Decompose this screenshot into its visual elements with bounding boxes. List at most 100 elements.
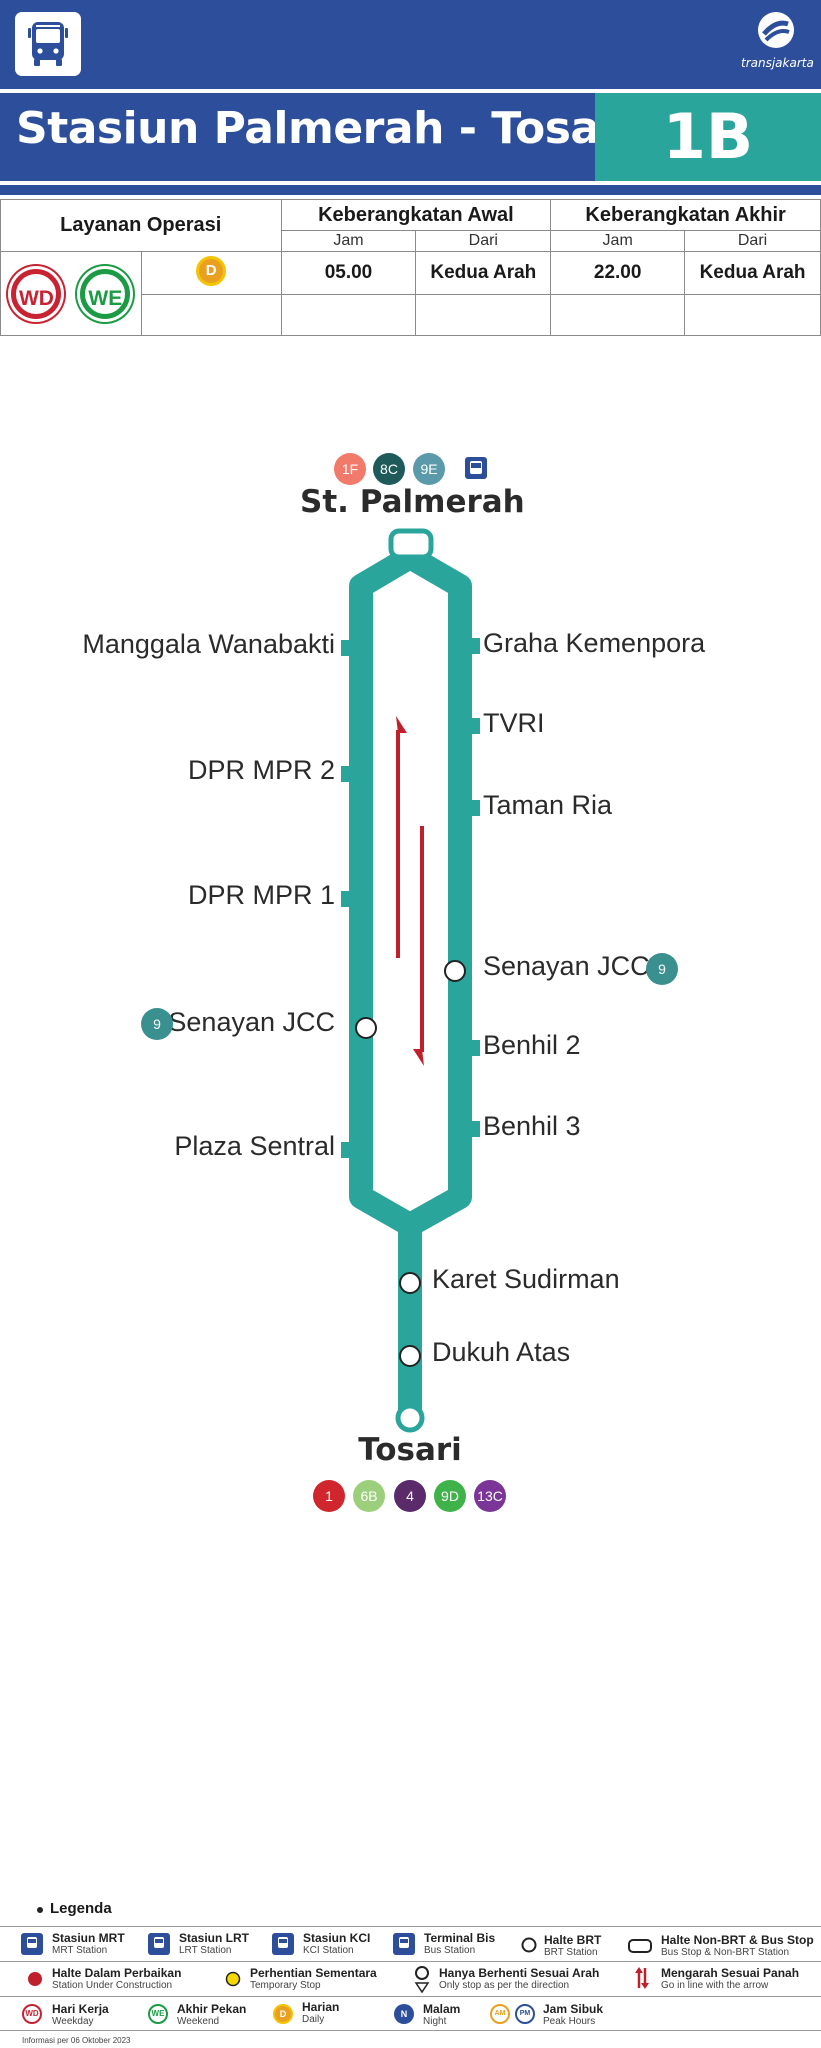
route-title: Stasiun Palmerah - Tosari (16, 103, 636, 154)
am-icon: AM (490, 2004, 510, 2024)
awal-header: Keberangkatan Awal (280, 199, 552, 231)
station-label-senayan-jcc-left: Senayan JCC (168, 1007, 335, 1037)
brt-station-icon (521, 1937, 537, 1953)
transfer-badge-9-left: 9 (141, 1008, 173, 1040)
station-label-taman-ria: Taman Ria (483, 790, 613, 820)
north-terminal-name: St. Palmerah (300, 484, 525, 520)
route-badge-9e: 9E (413, 453, 445, 485)
empty-cell (280, 294, 417, 336)
station-label-benhil-3: Benhil 3 (483, 1111, 581, 1141)
awal-jam-value: 05.00 (280, 251, 417, 295)
direction-stop-icon (414, 1966, 430, 1994)
header-divider-bar (0, 185, 821, 195)
stop-marker-graha-kemenpora (468, 638, 480, 654)
stop-marker-taman-ria (468, 800, 480, 816)
akhir-header: Keberangkatan Akhir (550, 199, 821, 231)
weekend-icon: WE (148, 2004, 168, 2024)
direction-arrow-up (396, 716, 407, 958)
route-badge-8c: 8C (373, 453, 405, 485)
daily-badge: D (196, 256, 227, 286)
south-terminal-name: Tosari (358, 1432, 462, 1468)
transjakarta-logo: transjakarta (741, 10, 814, 72)
kci-station-icon (272, 1933, 294, 1955)
station-marker-karet-sudirman (399, 1272, 421, 1294)
legend-divider (0, 1996, 821, 1997)
weekend-badge: WE (80, 268, 131, 319)
station-label-graha-kemenpora: Graha Kemenpora (483, 628, 706, 658)
station-marker-senayan-jcc-right (444, 960, 466, 982)
transfer-badge-9-right: 9 (646, 953, 678, 985)
station-label-tvri: TVRI (483, 708, 545, 738)
arrow-direction-icon (635, 1967, 649, 1989)
route-badge-13c: 13C (474, 1480, 506, 1512)
stop-marker-tvri (468, 718, 480, 734)
stop-marker-manggala-wanabakti (341, 640, 353, 656)
schedule-table: Layanan Operasi Keberangkatan Awal Keber… (0, 199, 821, 336)
route-badge-9d: 9D (434, 1480, 466, 1512)
title-bar (0, 93, 595, 181)
stop-marker-benhil-2 (468, 1040, 480, 1056)
transjakarta-logo-icon (758, 12, 794, 48)
stop-marker-plaza-sentral (341, 1142, 353, 1158)
legend-bullet (37, 1907, 43, 1913)
awal-dari-value: Kedua Arah (415, 251, 552, 295)
brand-text: transjakarta (741, 56, 814, 70)
top-header-bar (0, 0, 821, 89)
route-loop (349, 545, 472, 1237)
route-code-box (595, 93, 821, 181)
daily-icon: D (273, 2004, 293, 2024)
route-badge-6b: 6B (353, 1480, 385, 1512)
station-label-manggala-wanabakti: Manggala Wanabakti (82, 629, 335, 659)
night-icon: N (394, 2004, 414, 2024)
route-badge-1f: 1F (334, 453, 366, 485)
daily-cell: D (140, 251, 282, 295)
weekday-badge: WD (11, 268, 62, 319)
lrt-station-icon (148, 1933, 170, 1955)
station-label-dukuh-atas: Dukuh Atas (432, 1337, 571, 1367)
legend-title: Legenda (50, 1900, 112, 1917)
weekday-icon: WD (22, 2004, 42, 2024)
bus-icon (15, 12, 81, 76)
empty-cell (415, 294, 552, 336)
legend-divider (0, 1961, 821, 1962)
station-label-plaza-sentral: Plaza Sentral (174, 1131, 335, 1161)
direction-arrow-down (413, 826, 424, 1066)
empty-cell (140, 294, 282, 336)
station-label-dpr-mpr-1: DPR MPR 1 (187, 880, 335, 910)
empty-cell (684, 294, 821, 336)
station-label-benhil-2: Benhil 2 (483, 1030, 581, 1060)
info-date-footnote: Informasi per 06 Oktober 2023 (22, 2036, 131, 2045)
station-label-dpr-mpr-2: DPR MPR 2 (187, 755, 335, 785)
route-map (341, 457, 487, 1433)
station-label-senayan-jcc-right: Senayan JCC (483, 951, 650, 981)
route-code: 1B (662, 100, 754, 173)
under-construction-icon (28, 1972, 42, 1986)
route-badge-4: 4 (394, 1480, 426, 1512)
station-label-karet-sudirman: Karet Sudirman (432, 1264, 620, 1294)
service-days-cell: WD WE (0, 251, 142, 336)
bus-terminal-icon (393, 1933, 415, 1955)
stop-marker-benhil-3 (468, 1121, 480, 1137)
station-marker-senayan-jcc-left (355, 1017, 377, 1039)
route-badge-1: 1 (313, 1480, 345, 1512)
mrt-station-icon (21, 1933, 43, 1955)
station-marker-dukuh-atas (399, 1345, 421, 1367)
pm-icon: PM (515, 2004, 535, 2024)
akhir-dari-value: Kedua Arah (684, 251, 821, 295)
tosari-station-marker (395, 1403, 425, 1433)
stop-marker-dpr-mpr-2 (341, 766, 353, 782)
temporary-stop-icon (225, 1971, 241, 1987)
